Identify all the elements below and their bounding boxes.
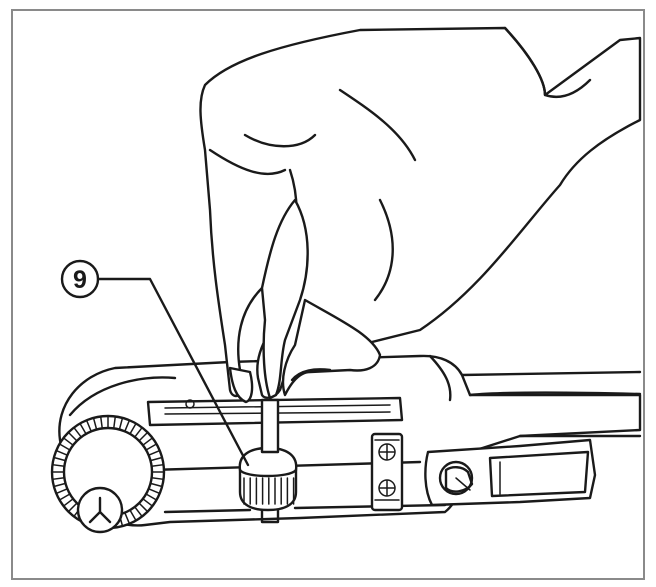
chuck <box>50 414 166 534</box>
chuck-knurl-tick <box>53 456 67 462</box>
chuck-knurl-tick <box>58 443 71 451</box>
chuck-knurl-tick <box>79 422 87 435</box>
chuck-knurl-tick <box>62 437 74 446</box>
chuck-knurl-tick <box>129 422 137 435</box>
chuck-knurl-tick <box>142 437 154 446</box>
callout-number: 9 <box>73 266 87 294</box>
chuck-knurl-tick <box>53 482 67 488</box>
leader-line <box>96 277 250 467</box>
chuck-knurl-tick <box>149 456 163 462</box>
chuck-knurl-tick <box>62 498 74 507</box>
chuck-knurl-tick <box>147 488 161 495</box>
chuck-knurl-tick <box>112 415 117 430</box>
chuck-knurl-tick <box>138 502 149 513</box>
chuck-knurl-tick <box>124 419 131 433</box>
chuck-knurl-tick <box>147 449 161 456</box>
chuck-knurl-tick <box>134 506 143 518</box>
hand <box>199 26 642 404</box>
chuck-knurl-tick <box>55 449 69 456</box>
chuck-knurl-tick <box>92 417 98 431</box>
tool-body <box>58 354 642 527</box>
chuck-knurl-tick <box>51 476 66 481</box>
chuck-knurl-tick <box>58 493 71 501</box>
chuck-knurl-tick <box>150 463 165 468</box>
chuck-knurl-tick <box>129 509 137 522</box>
chuck-knurl-tick <box>67 502 78 513</box>
chuck-knurl-tick <box>99 415 104 430</box>
chuck-knurl-tick <box>118 417 124 431</box>
chuck-knurl-tick <box>134 426 143 438</box>
chuck-knurl-tick <box>73 426 82 438</box>
screw-top <box>374 439 400 461</box>
switch-knob <box>438 460 474 496</box>
chuck-knurl-tick <box>149 482 163 488</box>
chuck-knurl-tick <box>145 443 158 451</box>
chuck-knurl-tick <box>51 463 66 468</box>
chuck-knurl-tick <box>67 431 78 442</box>
chuck-knurl-tick <box>142 498 154 507</box>
chuck-knurl-tick <box>124 511 131 525</box>
chuck-knurl-tick <box>150 476 165 481</box>
chuck-knurl-tick <box>145 493 158 501</box>
screw-bottom <box>374 479 400 501</box>
chuck-knurl-tick <box>138 431 149 442</box>
chuck-knurl-tick <box>55 488 69 495</box>
callout-9: 9 <box>60 259 250 467</box>
chuck-knurl-tick <box>85 419 92 433</box>
knurled-knob <box>238 398 298 524</box>
